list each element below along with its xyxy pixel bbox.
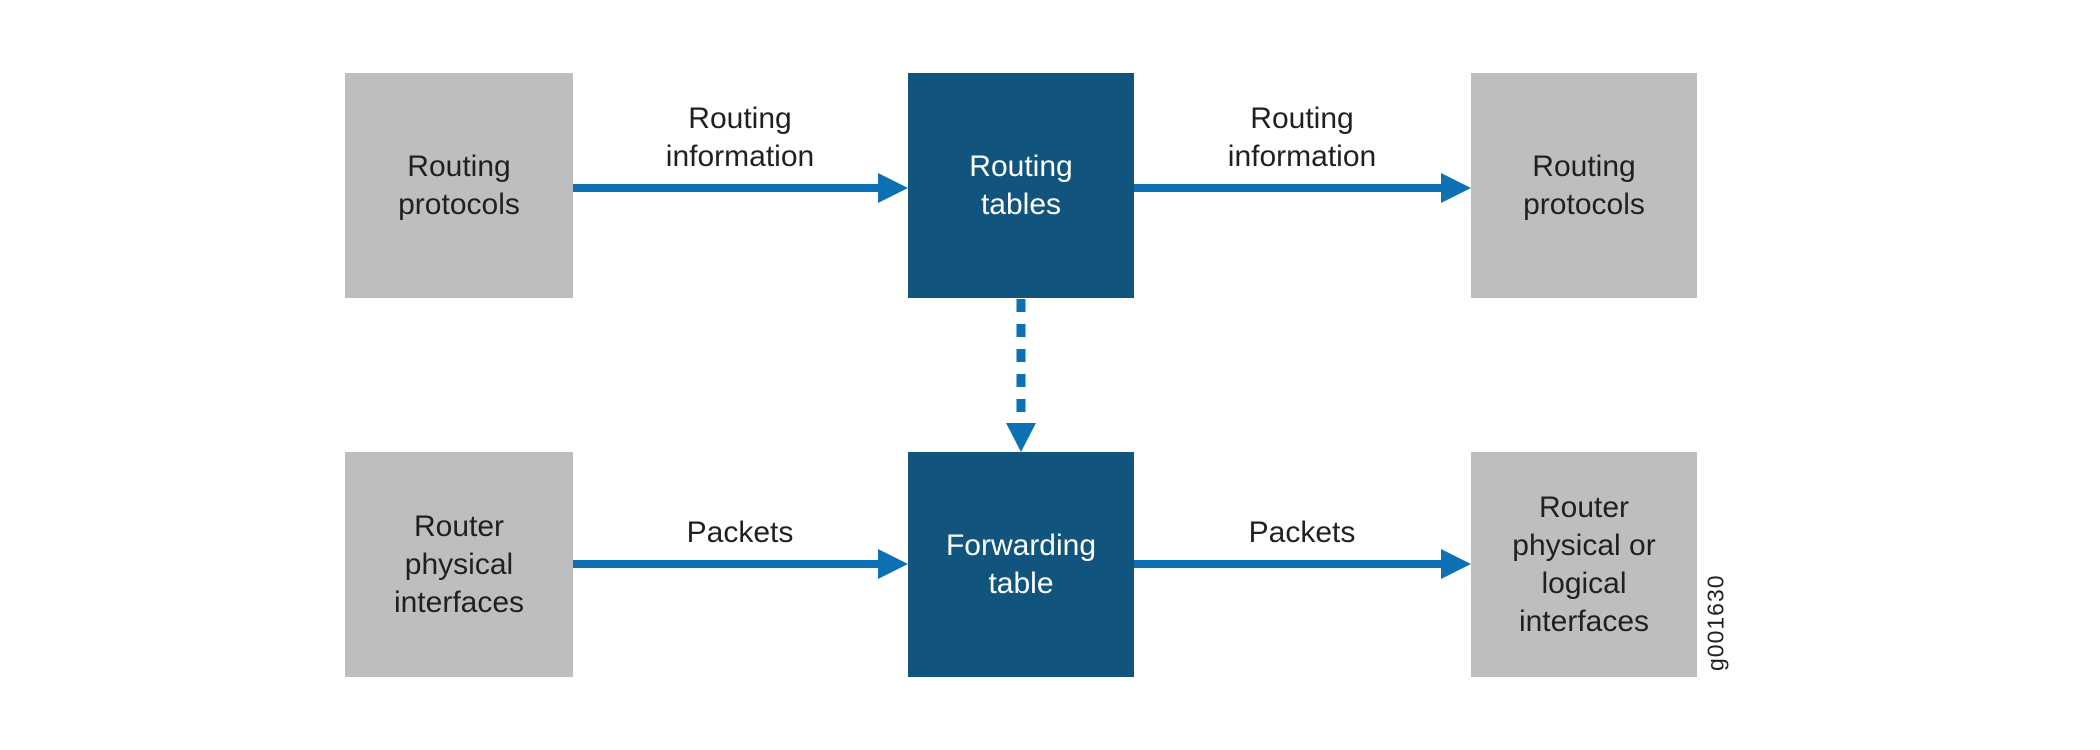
arrow-routing-info-right	[1134, 173, 1471, 203]
box-label: Router physical or logical interfaces	[1512, 490, 1656, 638]
box-routing-tables: Routing tables	[908, 73, 1134, 298]
arrow-routing-info-left	[573, 173, 908, 203]
box-label: Forwarding table	[945, 528, 1097, 600]
box-forwarding-table: Forwarding table	[908, 452, 1134, 677]
label-routing-information-left: Routing information	[665, 102, 815, 173]
label-packets-right: Packets	[1248, 516, 1356, 549]
box-label: Routing tables	[969, 149, 1073, 221]
box-routing-protocols-right: Routing protocols	[1471, 73, 1697, 298]
label-packets-left: Packets	[686, 516, 794, 549]
box-router-physical-interfaces: Router physical interfaces	[345, 452, 573, 677]
arrow-packets-right	[1134, 549, 1471, 579]
box-routing-protocols-left: Routing protocols	[345, 73, 573, 298]
label-routing-information-right: Routing information	[1227, 102, 1377, 173]
box-label: Routing protocols	[1523, 149, 1645, 221]
box-label: Routing protocols	[398, 149, 520, 221]
box-router-physical-or-logical-interfaces: Router physical or logical interfaces	[1471, 452, 1697, 677]
figure-id-label: g001630	[1702, 574, 1729, 672]
arrow-packets-left	[573, 549, 908, 579]
arrow-dashed-routing-to-forwarding	[1006, 299, 1036, 452]
box-label: Router physical interfaces	[393, 509, 525, 619]
